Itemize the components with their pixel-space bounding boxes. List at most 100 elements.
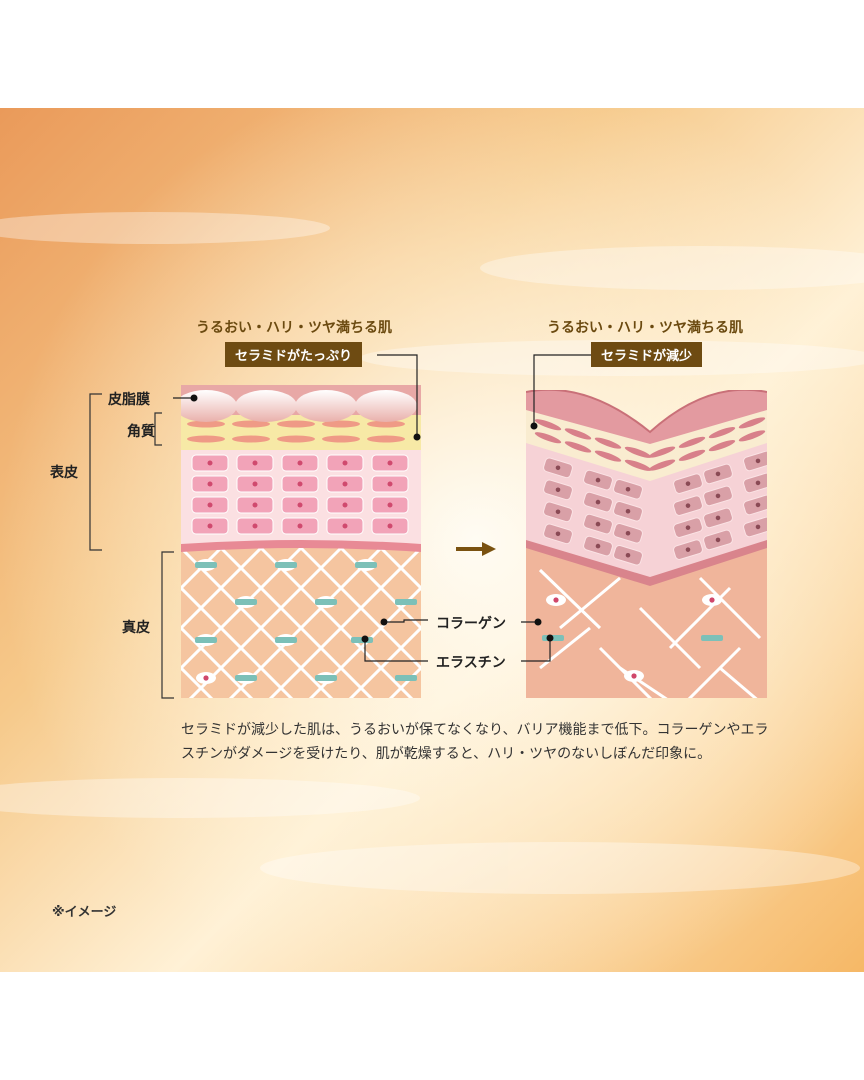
cell-nucleus xyxy=(595,543,601,549)
cell-nucleus xyxy=(207,460,213,466)
label-dermis: 真皮 xyxy=(122,620,150,636)
description-text: セラミドが減少した肌は、うるおいが保てなくなり、バリア機能まで低下。コラーゲンや… xyxy=(181,722,769,762)
cell-nucleus xyxy=(685,503,691,508)
dry-corneocyte xyxy=(738,430,766,442)
cell-nucleus xyxy=(715,515,721,521)
cell-nucleus xyxy=(595,477,601,483)
cell-nucleus xyxy=(715,537,721,543)
cell-nucleus xyxy=(555,531,561,537)
fibroblast-nucleus xyxy=(631,673,637,679)
label-stratum-corneum: 角質 xyxy=(127,424,155,440)
damaged-collagen-fiber xyxy=(559,576,621,630)
cell-nucleus xyxy=(342,502,348,508)
cell-nucleus xyxy=(595,499,601,505)
dry-corneocyte xyxy=(534,419,562,431)
dry-corneocyte xyxy=(594,450,622,462)
image-note: ※イメージ xyxy=(52,905,117,920)
dry-corneocyte xyxy=(648,446,676,458)
fibroblast-nucleus xyxy=(553,597,559,603)
dry-corneocyte xyxy=(564,441,592,453)
collagen-fiber xyxy=(181,546,223,591)
corneocyte xyxy=(322,420,360,428)
cell-nucleus xyxy=(715,471,721,477)
cell-nucleus xyxy=(715,493,721,499)
dry-corneocyte xyxy=(624,446,652,458)
dry-corneocyte xyxy=(594,437,622,449)
corneocyte xyxy=(277,435,315,443)
label-epidermis: 表皮 xyxy=(50,465,78,481)
dry-corneocyte xyxy=(678,436,706,448)
cell-nucleus xyxy=(387,460,393,466)
collagen-fiber xyxy=(339,546,421,631)
left-heading: うるおい・ハリ・ツヤ満ちる肌 xyxy=(196,320,392,336)
cell-nucleus xyxy=(297,523,303,529)
cell-nucleus xyxy=(755,524,761,530)
skin-diagram-illustration xyxy=(0,108,864,972)
cell-nucleus xyxy=(387,523,393,529)
epidermis-bracket xyxy=(89,393,102,551)
transition-arrow xyxy=(456,542,496,556)
dry-skin-cross-section xyxy=(526,390,767,698)
collagen-fiber xyxy=(388,665,421,698)
damaged-collagen-fiber xyxy=(638,606,702,670)
diagram-panel: うるおい・ハリ・ツヤ満ちる肌 セラミドがたっぷり うるおい・ハリ・ツヤ満ちる肌 … xyxy=(0,108,864,972)
cell-nucleus xyxy=(342,523,348,529)
cell-nucleus xyxy=(252,502,258,508)
cell-nucleus xyxy=(755,502,761,508)
cell-nucleus xyxy=(207,523,213,529)
elastin-fiber xyxy=(275,562,297,568)
label-sebum-membrane: 皮脂膜 xyxy=(108,392,150,408)
cell-nucleus xyxy=(625,530,631,536)
elastin-fiber xyxy=(315,599,337,605)
cell-nucleus xyxy=(342,481,348,487)
elastin-fiber xyxy=(195,637,217,643)
damaged-collagen-fiber xyxy=(538,568,602,630)
cell-nucleus xyxy=(625,486,631,492)
cell-nucleus xyxy=(297,481,303,487)
damaged-collagen-fiber xyxy=(678,646,742,698)
damaged-stratum-layer xyxy=(526,410,767,481)
collagen-fiber xyxy=(379,546,421,591)
label-elastin: エラスチン xyxy=(436,655,506,671)
cell-nucleus xyxy=(755,458,761,464)
fibroblast-nucleus xyxy=(709,597,715,603)
dry-corneocyte xyxy=(564,428,592,440)
healthy-skin-cross-section xyxy=(181,385,421,698)
cell-nucleus xyxy=(207,481,213,487)
cell-nucleus xyxy=(387,502,393,508)
elastin-fiber xyxy=(275,637,297,643)
cell-nucleus xyxy=(252,523,258,529)
elastin-fiber xyxy=(355,562,377,568)
elastin-fiber xyxy=(195,562,217,568)
cell-nucleus xyxy=(685,525,691,530)
corneocyte xyxy=(232,420,270,428)
sebum-bubble xyxy=(295,390,357,422)
corneocyte xyxy=(322,435,360,443)
cell-nucleus xyxy=(685,481,691,486)
cell-nucleus xyxy=(625,508,631,514)
fibroblast-nucleus xyxy=(203,675,209,681)
cell-nucleus xyxy=(685,547,691,552)
dry-corneocyte xyxy=(738,417,766,429)
corneocyte xyxy=(187,420,225,428)
collagen-fiber xyxy=(268,546,421,698)
cell-nucleus xyxy=(625,552,631,558)
dermis-layer xyxy=(181,538,421,698)
cell-nucleus xyxy=(555,509,561,515)
right-badge: セラミドが減少 xyxy=(591,342,703,367)
bracket-lines xyxy=(89,393,174,699)
cell-nucleus xyxy=(207,502,213,508)
cell-nucleus xyxy=(252,460,258,466)
cell-nucleus xyxy=(387,481,393,487)
label-collagen: コラーゲン xyxy=(436,616,506,632)
dry-corneocyte xyxy=(708,427,736,439)
sebum-bubble xyxy=(355,390,417,422)
elastin-fiber xyxy=(395,599,417,605)
elastin-fiber xyxy=(235,599,257,605)
leader-lines xyxy=(173,354,593,662)
dry-corneocyte xyxy=(648,459,676,471)
left-badge: セラミドがたっぷり xyxy=(225,342,363,367)
dry-corneocyte xyxy=(624,459,652,471)
sebum-bubble xyxy=(181,390,237,422)
cell-nucleus xyxy=(595,521,601,527)
